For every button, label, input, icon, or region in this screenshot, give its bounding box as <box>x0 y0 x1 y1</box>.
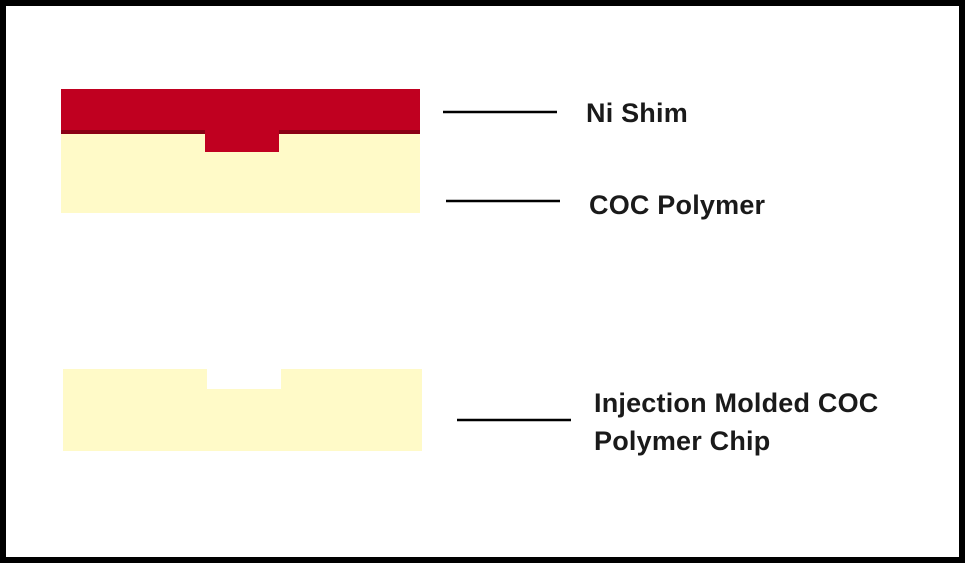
label-coc-polymer: COC Polymer <box>589 190 766 220</box>
ni-shim <box>61 89 420 152</box>
label-molded-chip-line1: Injection Molded COC <box>594 388 879 418</box>
label-molded-chip-line2: Polymer Chip <box>594 426 771 456</box>
label-ni-shim: Ni Shim <box>586 98 688 128</box>
molded-chip <box>63 369 422 451</box>
ni-shim-shadow <box>61 130 420 153</box>
label-molded-chip: Injection Molded COC Polymer Chip <box>594 384 879 460</box>
